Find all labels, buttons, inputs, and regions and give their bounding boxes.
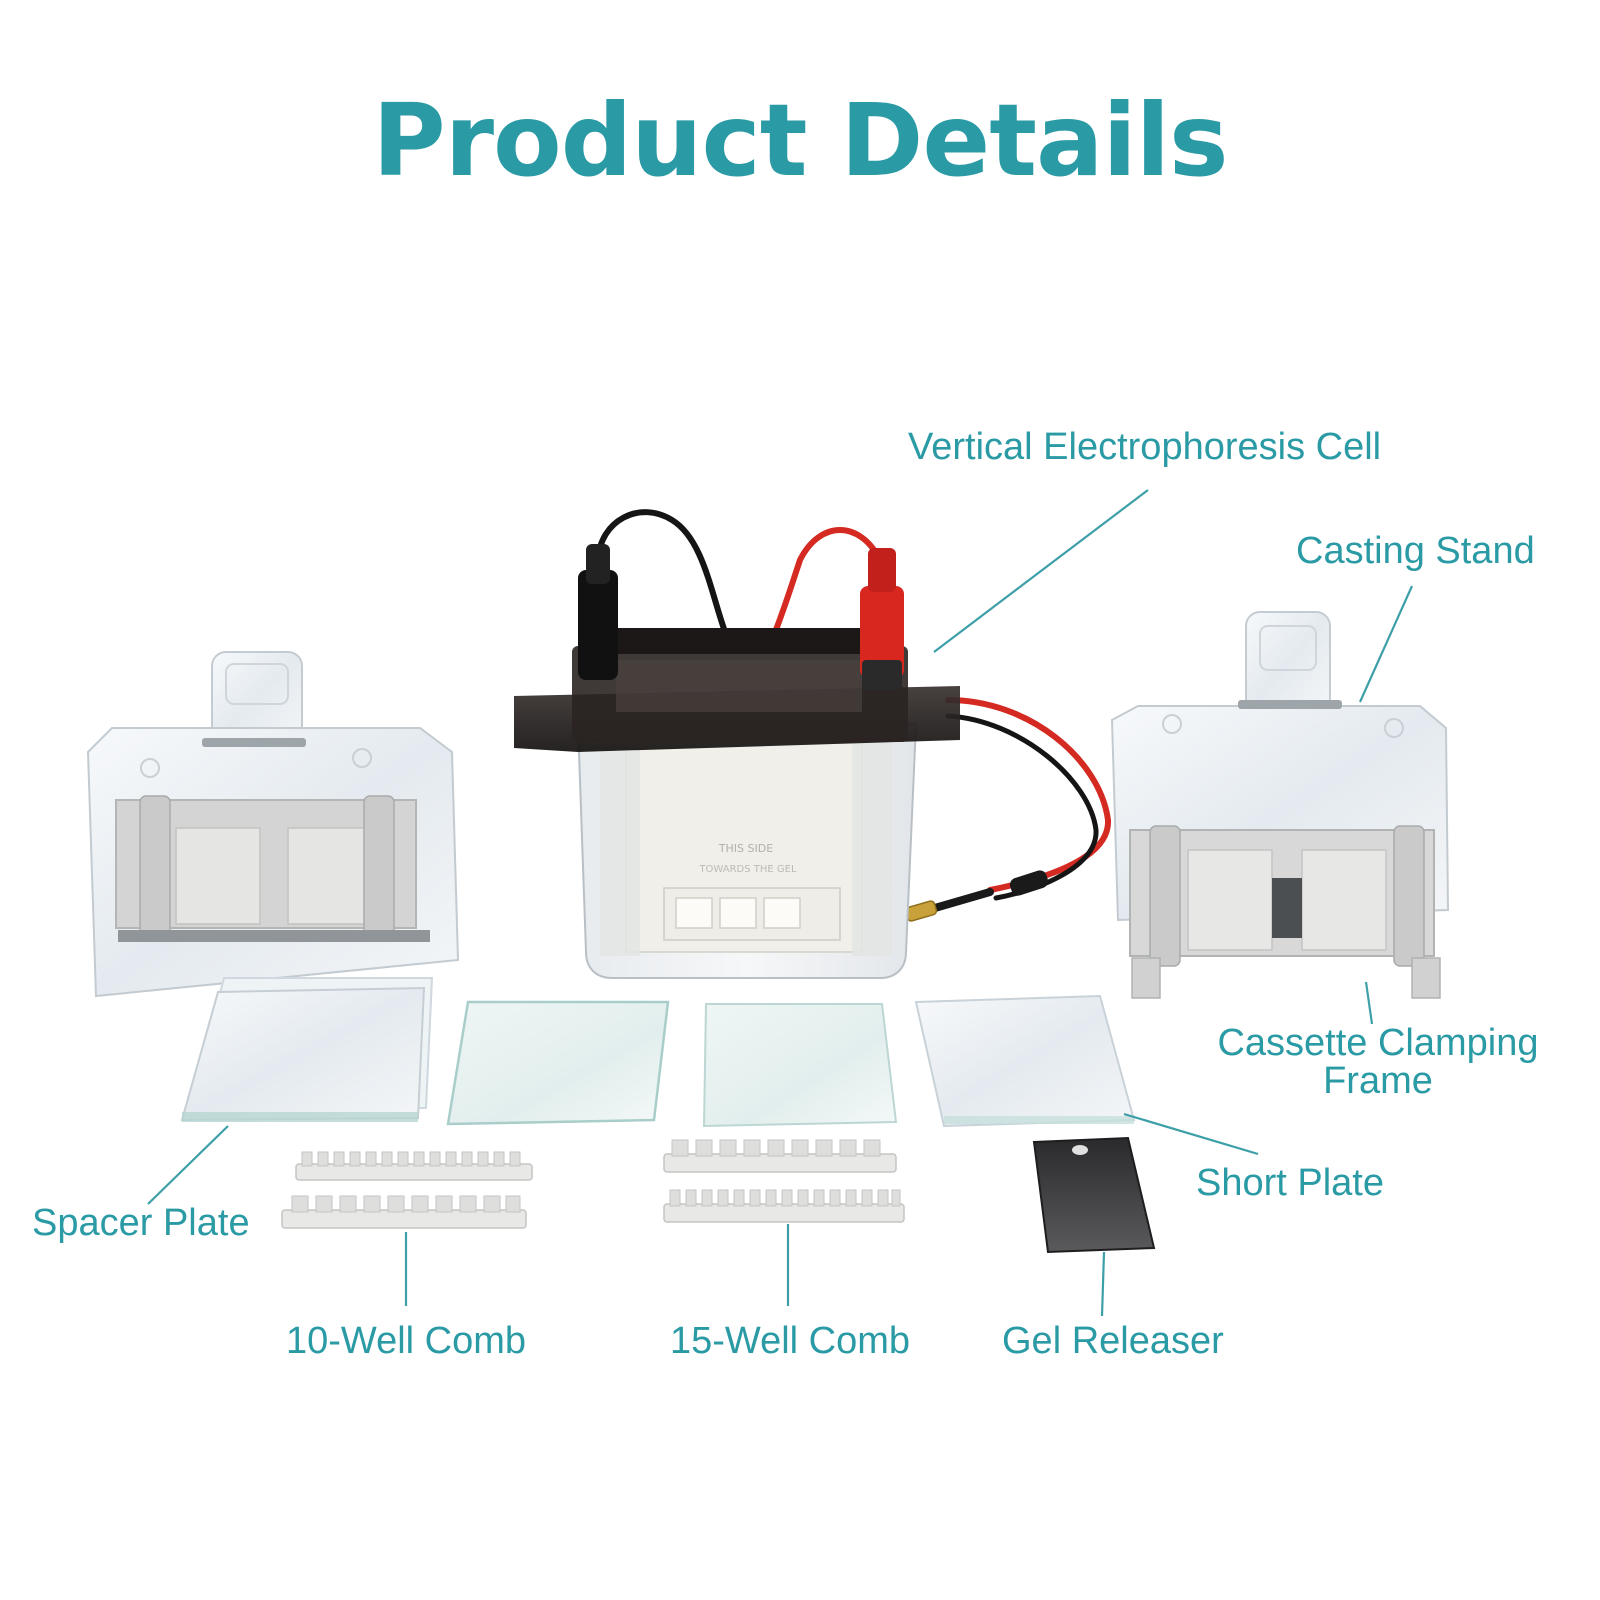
black-electrode-plug: [578, 570, 618, 680]
comb-teeth: [301, 1151, 521, 1167]
label-gel-releaser: Gel Releaser: [1002, 1320, 1224, 1362]
casting-stand-right-hole: [1384, 718, 1404, 738]
cell-text-bottom: TOWARDS THE GEL: [698, 864, 797, 875]
label-cassette-clamping-frame: Cassette Clamping Frame: [1208, 1024, 1548, 1100]
cell-rack-slot: [719, 897, 757, 929]
clamping-frame-pad-right: [1301, 849, 1387, 951]
red-electrode-plug: [860, 586, 904, 678]
leader-lines: [147, 489, 1414, 1317]
glass-plate-2-body: [702, 1003, 898, 1128]
comb-10-well-group: [281, 1151, 533, 1229]
short-plate-glass: [914, 994, 1136, 1128]
lead-to-gold-tip: [924, 888, 994, 914]
label-vertical-electrophoresis-cell: Vertical Electrophoresis Cell: [908, 426, 1382, 468]
casting-stand-left-hole: [140, 758, 160, 778]
casting-stand-left-hole: [352, 748, 372, 768]
casting-stand-left-base: [118, 930, 430, 942]
spacer-plate-front: [180, 986, 426, 1122]
comb-15-well-group: [663, 1139, 905, 1223]
leader-clamping-frame: [1364, 981, 1374, 1025]
cell-right-rib: [852, 742, 892, 956]
leader-cell: [933, 489, 1149, 653]
spacer-plates: [180, 977, 434, 1122]
casting-stand-left-clamp-inner: [225, 663, 289, 705]
cell-rack-slot: [675, 897, 713, 929]
label-short-plate: Short Plate: [1196, 1162, 1384, 1204]
casting-stand-left: [86, 651, 460, 998]
label-cassette-clamping-frame-line1: Cassette Clamping: [1217, 1022, 1539, 1064]
clamping-frame-foot-right: [1411, 957, 1441, 999]
leader-gel-releaser: [1100, 1251, 1106, 1317]
gel-releaser: [1032, 1136, 1156, 1254]
short-plate-glass-body: [914, 994, 1136, 1128]
gel-releaser-blade: [1032, 1136, 1156, 1254]
clamping-frame-gel-slot: [1272, 878, 1302, 938]
label-spacer-plate: Spacer Plate: [32, 1202, 250, 1244]
casting-stand-left-pad-right: [287, 827, 373, 925]
comb-15-well-bottom: [663, 1189, 905, 1223]
black-electrode-cap: [586, 544, 610, 584]
comb-15-well-top: [663, 1139, 897, 1173]
label-cassette-clamping-frame-line2: Frame: [1323, 1060, 1433, 1102]
glass-plate-1: [446, 1000, 670, 1126]
comb-teeth: [671, 1139, 881, 1157]
leader-short-plate: [1123, 1112, 1259, 1156]
clamping-frame-pad-left: [1187, 849, 1273, 951]
comb-spine: [663, 1203, 905, 1223]
label-casting-stand: Casting Stand: [1296, 530, 1535, 572]
black-lead-wire-side: [945, 713, 1099, 901]
clamping-frame-post-left: [1149, 825, 1181, 967]
clamping-frame-foot-left: [1131, 957, 1161, 999]
clamping-frame-post-right: [1393, 825, 1425, 967]
comb-10-well-bottom: [281, 1195, 527, 1229]
cell-rack-slot: [763, 897, 801, 929]
cell-text-top: THIS SIDE: [718, 842, 773, 855]
short-plate-glass-edge: [944, 1116, 1134, 1124]
comb-teeth: [291, 1195, 521, 1213]
cell-lid-top-rim: [610, 628, 866, 654]
spacer-plate-edge: [182, 1112, 418, 1122]
comb-10-well-top: [295, 1151, 533, 1181]
casting-stand-left-pin: [202, 738, 306, 747]
casting-stand-right-hole: [1162, 714, 1182, 734]
glass-plate-2: [702, 1003, 898, 1128]
casting-stand-left-post-right: [363, 795, 395, 937]
gel-releaser-hole: [1072, 1145, 1088, 1155]
inline-connector: [1009, 870, 1049, 896]
red-electrode-base: [862, 660, 902, 690]
leader-casting-stand: [1358, 585, 1414, 703]
label-10-well-comb: 10-Well Comb: [286, 1320, 527, 1362]
comb-teeth: [669, 1189, 901, 1207]
vertical-electrophoresis-cell: THIS SIDE TOWARDS THE GEL: [514, 544, 960, 979]
label-15-well-comb: 15-Well Comb: [670, 1320, 911, 1362]
red-lead-wire-top: [769, 527, 883, 643]
casting-stand-right-pin: [1238, 700, 1342, 709]
cassette-clamping-frame: [1129, 825, 1441, 999]
black-lead-wire: [595, 509, 731, 643]
page-title: Product Details: [372, 82, 1228, 199]
gold-connector: [904, 900, 938, 922]
red-electrode-cap: [868, 548, 896, 592]
casting-stand-left-pad-left: [175, 827, 261, 925]
cell-lid-window: [616, 660, 862, 712]
comb-spine: [281, 1209, 527, 1229]
leader-spacer-plate: [147, 1125, 229, 1205]
casting-stand-right-clamp-inner: [1259, 625, 1317, 671]
casting-stand-left-post-left: [139, 795, 171, 937]
glass-plate-1-body: [446, 1000, 670, 1126]
comb-spine: [663, 1153, 897, 1173]
cell-left-rib: [600, 742, 640, 956]
